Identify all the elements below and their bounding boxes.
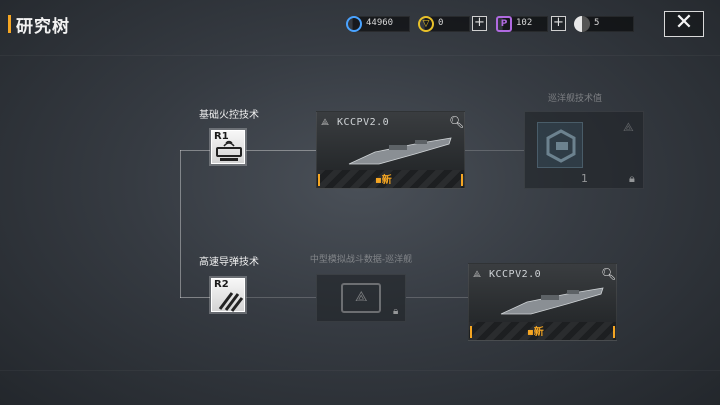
- fire-control-icon: [216, 140, 242, 161]
- close-button[interactable]: ✕: [664, 11, 704, 37]
- tech-r1-code: R1: [214, 131, 229, 142]
- ship-card-1[interactable]: ⟁ KCCPV2.0 🔍︎ ▪新: [316, 111, 465, 189]
- add-crystal-button[interactable]: +: [551, 16, 566, 31]
- faction-icon: ⟁: [355, 289, 368, 305]
- magnify-icon[interactable]: 🔍︎: [601, 267, 617, 281]
- credit-icon: [346, 16, 362, 32]
- ship-image: [500, 287, 604, 315]
- new-badge: ▪新: [527, 327, 544, 338]
- page-title: 研究树: [16, 17, 70, 37]
- card-bracket: [461, 174, 463, 186]
- card-bracket: [613, 326, 615, 338]
- tech-value-card[interactable]: ⟁ 1 🔒︎: [524, 111, 644, 189]
- add-gold-button[interactable]: +: [472, 16, 487, 31]
- faction-icon: ⟁: [623, 120, 634, 134]
- magnify-icon[interactable]: 🔍︎: [449, 115, 465, 129]
- tech-chip-icon: [546, 129, 576, 163]
- tree-line: [180, 150, 181, 298]
- card-bracket: [318, 174, 320, 186]
- ship-image: [348, 137, 452, 165]
- lock-icon: 🔒︎: [629, 172, 635, 185]
- missile-icon: [218, 292, 244, 312]
- currency-gold-value: 0: [438, 18, 444, 28]
- card-footer: [317, 170, 464, 188]
- ship-card-1-name: KCCPV2.0: [337, 117, 390, 128]
- tree-line: [406, 297, 468, 298]
- currency-crystal-value: 102: [516, 18, 533, 28]
- currency-credit-value: 44960: [366, 18, 394, 28]
- card-bracket: [470, 326, 472, 338]
- new-badge: ▪新: [375, 175, 392, 186]
- tech-r1-label: 基础火控技术: [199, 110, 259, 121]
- tech-node-r1[interactable]: R1: [211, 130, 245, 164]
- gold-icon: ▽: [418, 16, 434, 32]
- title-accent: [8, 15, 11, 33]
- card-footer: [469, 322, 616, 340]
- tech-value-label: 巡洋舰技术值: [547, 94, 602, 104]
- tree-line: [180, 150, 210, 151]
- currency-crystal-box: [502, 16, 548, 32]
- tech-value-count: 1: [581, 172, 588, 185]
- ship-card-2[interactable]: ⟁ KCCPV2.0 🔍︎ ▪新: [468, 263, 617, 341]
- tree-line: [464, 150, 524, 151]
- faction-icon: ⟁: [321, 118, 330, 128]
- crystal-icon: P: [496, 16, 512, 32]
- tech-r2-code: R2: [214, 279, 229, 290]
- data-chip: ⟁: [341, 283, 381, 313]
- half-moon-icon: [574, 16, 590, 32]
- tree-line: [246, 150, 316, 151]
- faction-icon: ⟁: [473, 270, 482, 280]
- tech-chip: [537, 122, 583, 168]
- ship-card-2-name: KCCPV2.0: [489, 269, 542, 280]
- sim-data-label: 中型模拟战斗数据-巡洋舰: [309, 255, 413, 265]
- bg-line: [0, 55, 720, 56]
- lock-icon: 🔒︎: [393, 306, 399, 317]
- tech-r2-label: 高速导弹技术: [199, 257, 259, 268]
- tree-line: [180, 297, 210, 298]
- tech-node-r2[interactable]: R2: [211, 278, 245, 312]
- bg-line: [0, 370, 720, 371]
- sim-data-card[interactable]: ⟁ 🔒︎: [316, 274, 406, 322]
- tree-line: [246, 297, 316, 298]
- currency-misc-value: 5: [594, 18, 600, 28]
